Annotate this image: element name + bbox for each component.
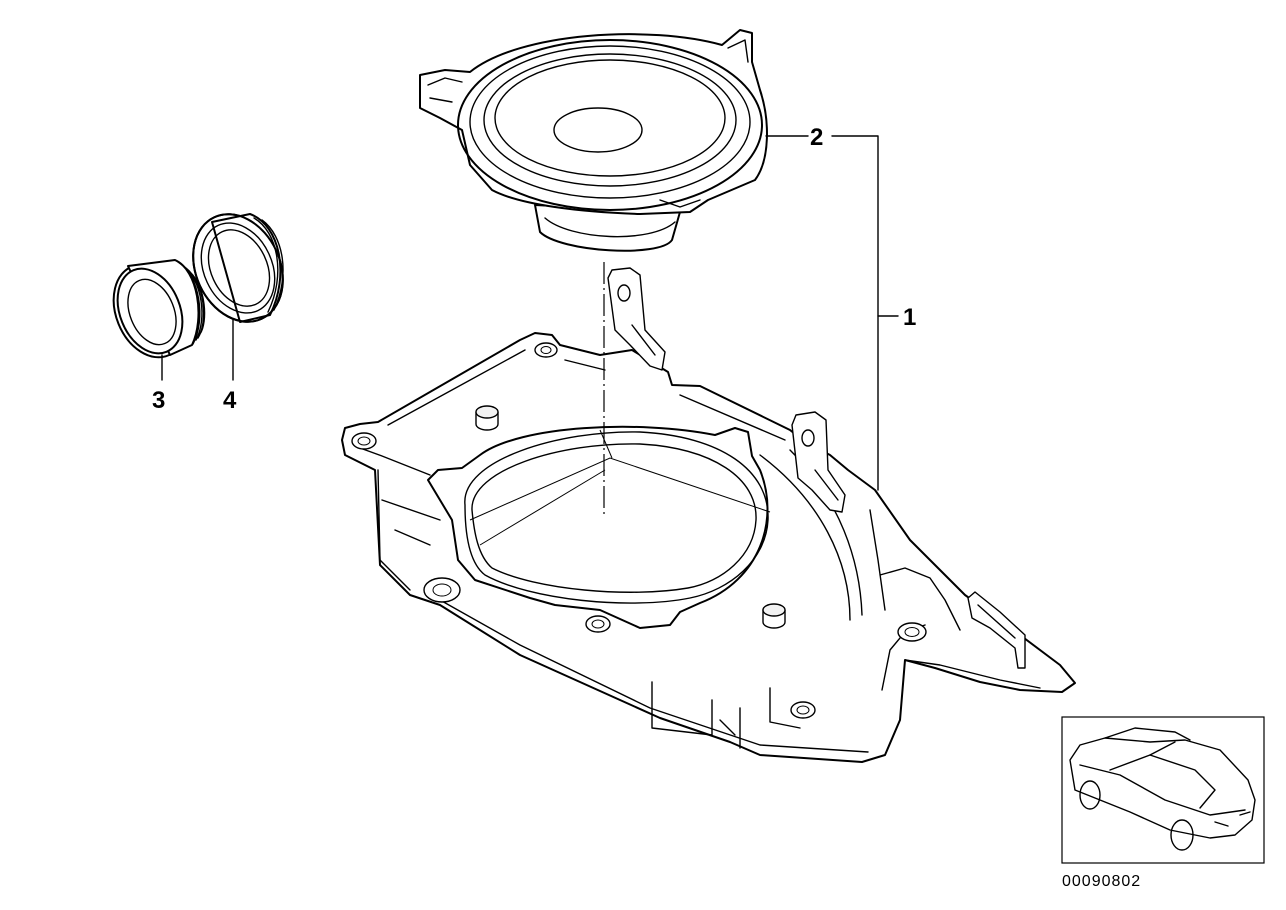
callout-4: 4: [223, 387, 237, 414]
speaker-ring[interactable]: [176, 199, 299, 336]
car-thumbnail-icon: [1061, 716, 1265, 864]
document-number: 00090802: [1062, 873, 1141, 890]
trim-cap[interactable]: [100, 254, 206, 368]
callout-1: 1: [903, 304, 916, 331]
callout-leaders: [161, 135, 899, 491]
callout-2: 2: [810, 124, 823, 151]
callout-3: 3: [152, 387, 165, 414]
speaker-housing[interactable]: [341, 267, 1076, 763]
loudspeaker[interactable]: [419, 29, 768, 252]
